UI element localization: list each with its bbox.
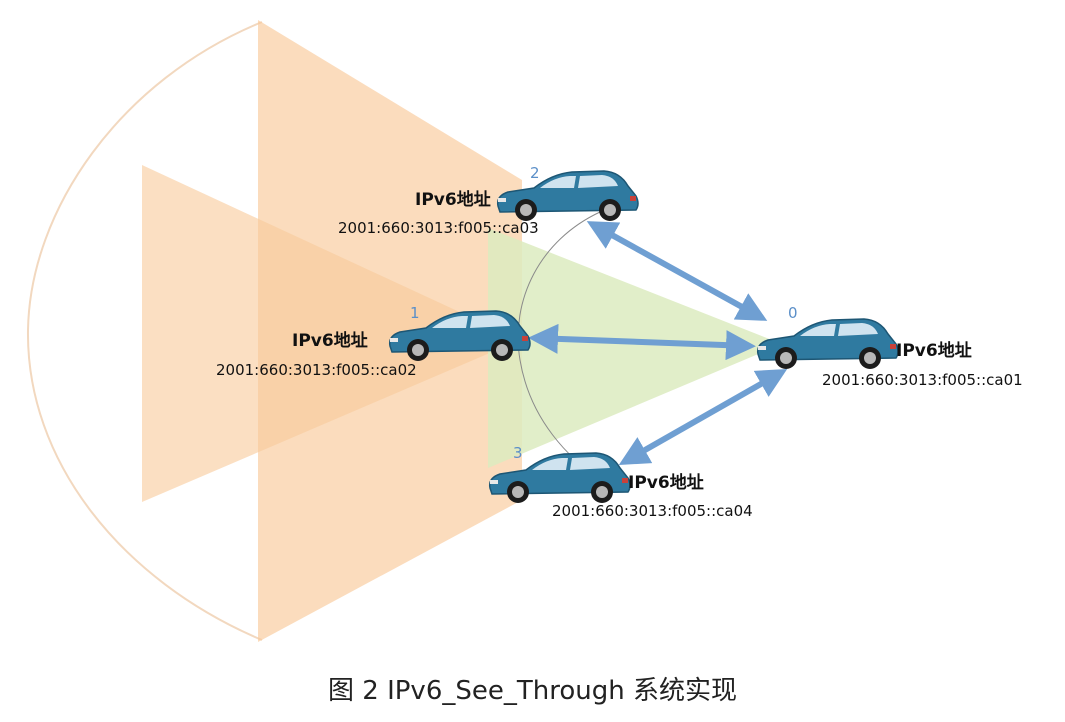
car-0-title: IPv6地址: [896, 340, 972, 361]
car-1-address: 2001:660:3013:f005::ca02: [216, 361, 417, 379]
vision-cone-small: [142, 165, 520, 502]
car-2-title: IPv6地址: [415, 189, 491, 210]
car-3-number: 3: [513, 444, 523, 462]
car-1-number: 1: [410, 304, 420, 322]
car-1-title: IPv6地址: [292, 330, 368, 351]
car-3-title: IPv6地址: [628, 472, 704, 493]
coverage-arc: [26, 21, 263, 641]
link-arrow-1-0: [528, 323, 756, 361]
car-0-icon: [756, 318, 899, 370]
link-arrow-3-0: [618, 369, 788, 465]
car-0-address: 2001:660:3013:f005::ca01: [822, 371, 1023, 389]
figure-caption: 图 2 IPv6_See_Through 系统实现: [328, 676, 737, 706]
link-arrow-2-0: [586, 221, 768, 321]
car-0-number: 0: [788, 304, 798, 322]
car-2-address: 2001:660:3013:f005::ca03: [338, 219, 539, 237]
car-3-address: 2001:660:3013:f005::ca04: [552, 502, 753, 520]
car-2-number: 2: [530, 164, 540, 182]
